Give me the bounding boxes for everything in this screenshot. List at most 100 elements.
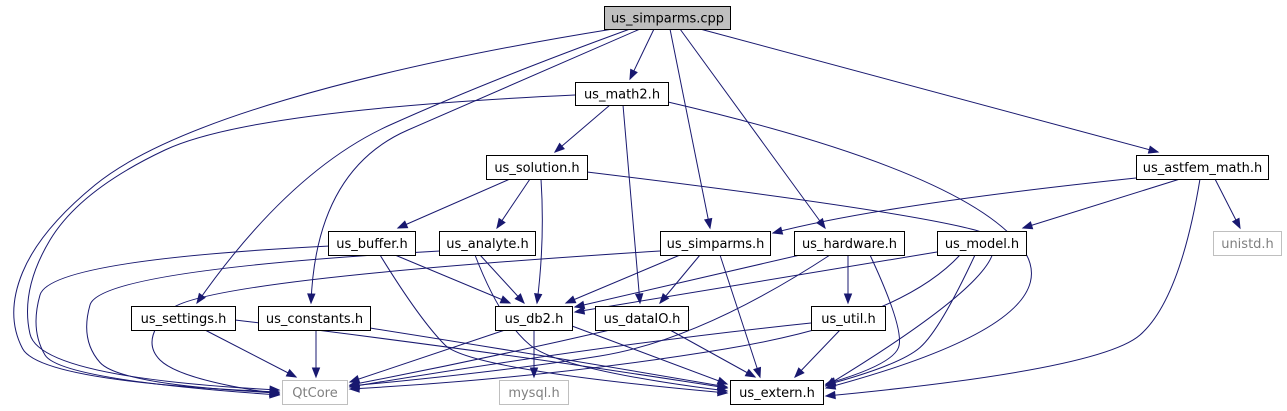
arrowhead [629, 68, 638, 81]
edge-line [574, 251, 938, 313]
node-box[interactable] [595, 306, 689, 331]
edge-us_hardware_h-to-us_db2_h [573, 254, 801, 310]
edge-us_math2_h-to-us_dataIO_h [622, 104, 644, 305]
edge-line [349, 329, 611, 386]
arrowhead [753, 366, 762, 379]
arrowhead [824, 390, 836, 400]
arrowhead [659, 292, 670, 305]
edge-line [669, 329, 756, 378]
arrowhead [496, 217, 506, 230]
node-unistd-h[interactable]: unistd.h [1213, 231, 1282, 256]
node-box[interactable] [258, 306, 371, 331]
edge-us_simparms_cpp-to-us_math2_h [629, 28, 655, 81]
edge-us_astfem_math_h-to-unistd_h [1214, 178, 1241, 230]
arrowhead [744, 368, 757, 378]
edge-us_astfem_math_h-to-us_simparms_h [771, 177, 1137, 235]
node-box[interactable] [486, 155, 588, 180]
node-box[interactable] [811, 306, 886, 331]
arrowhead [269, 388, 281, 397]
node-us-util-h[interactable]: us_util.h [811, 306, 886, 331]
edge-line [13, 28, 614, 393]
edge-line [574, 254, 801, 308]
node-box[interactable] [328, 231, 416, 256]
edge-line [474, 254, 728, 392]
edge-line [825, 254, 976, 386]
node-box[interactable] [282, 380, 348, 405]
node-label: us_constants.h [266, 312, 363, 327]
edge-line [349, 254, 961, 390]
edge-line [379, 254, 728, 394]
edge-us_db2_h-to-mysql_h [529, 330, 539, 379]
node-box[interactable] [660, 231, 771, 256]
edge-line [349, 254, 831, 387]
edge-us_astfem_math_h-to-us_extern_h [824, 178, 1201, 400]
node-box[interactable] [937, 231, 1027, 256]
edge-line [204, 329, 297, 378]
edge-line [349, 329, 506, 383]
arrowhead [348, 381, 361, 390]
node-box[interactable] [794, 231, 905, 256]
edge-line [196, 28, 631, 304]
node-us-dataIO-h[interactable]: us_dataIO.h [595, 306, 689, 331]
node-us-db2-h[interactable]: us_db2.h [495, 306, 573, 331]
arrowhead [285, 368, 298, 378]
edge-us_util_h-to-us_extern_h [794, 329, 841, 378]
arrowhead [573, 300, 586, 310]
node-us-analyte-h[interactable]: us_analyte.h [439, 231, 536, 256]
arrowhead [534, 293, 543, 305]
edge-line [27, 94, 576, 391]
node-us-solution-h[interactable]: us_solution.h [486, 155, 588, 180]
edge-line [719, 254, 761, 378]
node-us-hardware-h[interactable]: us_hardware.h [794, 231, 905, 256]
node-box[interactable] [495, 306, 573, 331]
node-us-math2-h[interactable]: us_math2.h [575, 82, 669, 106]
edge-line [679, 28, 826, 229]
node-label: us_settings.h [141, 312, 227, 327]
node-us-buffer-h[interactable]: us_buffer.h [328, 231, 416, 256]
node-label: us_astfem_math.h [1143, 161, 1262, 176]
node-label: us_math2.h [584, 88, 660, 103]
edge-line [586, 171, 995, 387]
node-us-extern-h[interactable]: us_extern.h [730, 380, 824, 405]
node-label: mysql.h [508, 386, 559, 401]
node-us-astfem-math-h[interactable]: us_astfem_math.h [1136, 155, 1269, 180]
edge-line [825, 254, 900, 385]
arrowhead [573, 306, 586, 315]
node-us-simparms-h[interactable]: us_simparms.h [660, 231, 771, 256]
node-us-simparms-cpp[interactable]: us_simparms.cpp [604, 6, 731, 30]
arrowhead [794, 367, 805, 378]
edge-line [669, 28, 711, 229]
node-mysql-h[interactable]: mysql.h [499, 380, 569, 405]
node-QtCore[interactable]: QtCore [282, 380, 348, 405]
edge-line [536, 178, 543, 304]
arrowhead [816, 217, 826, 230]
edge-line [825, 178, 1201, 397]
edge-us_solution_h-to-us_db2_h [534, 178, 543, 305]
edge-line [699, 28, 1159, 153]
edge-us_math2_h-to-us_solution_h [553, 104, 611, 153]
node-label: us_dataIO.h [604, 312, 681, 327]
arrowhead [553, 142, 565, 153]
node-us-model-h[interactable]: us_model.h [937, 231, 1027, 256]
edge-line [310, 28, 641, 304]
edge-line [794, 329, 841, 378]
edge-us_buffer_h-to-us_db2_h [394, 254, 512, 304]
node-box[interactable] [1136, 155, 1269, 180]
edge-us_simparms_h-to-us_extern_h [719, 254, 762, 379]
arrowhead [703, 217, 713, 230]
node-us-settings-h[interactable]: us_settings.h [131, 306, 236, 331]
edge-us_model_h-to-us_extern_h [824, 254, 976, 387]
node-box[interactable] [131, 306, 236, 331]
arrowhead [564, 295, 577, 304]
edge-line [35, 245, 331, 396]
node-us-constants-h[interactable]: us_constants.h [258, 306, 371, 331]
node-box[interactable] [575, 82, 669, 106]
node-box[interactable] [604, 6, 731, 30]
node-box[interactable] [499, 380, 569, 405]
node-box[interactable] [1213, 231, 1282, 256]
edge-line [1022, 178, 1181, 229]
edge-line [496, 178, 531, 229]
arrowhead [1231, 217, 1241, 230]
node-box[interactable] [439, 231, 536, 256]
node-box[interactable] [730, 380, 824, 405]
